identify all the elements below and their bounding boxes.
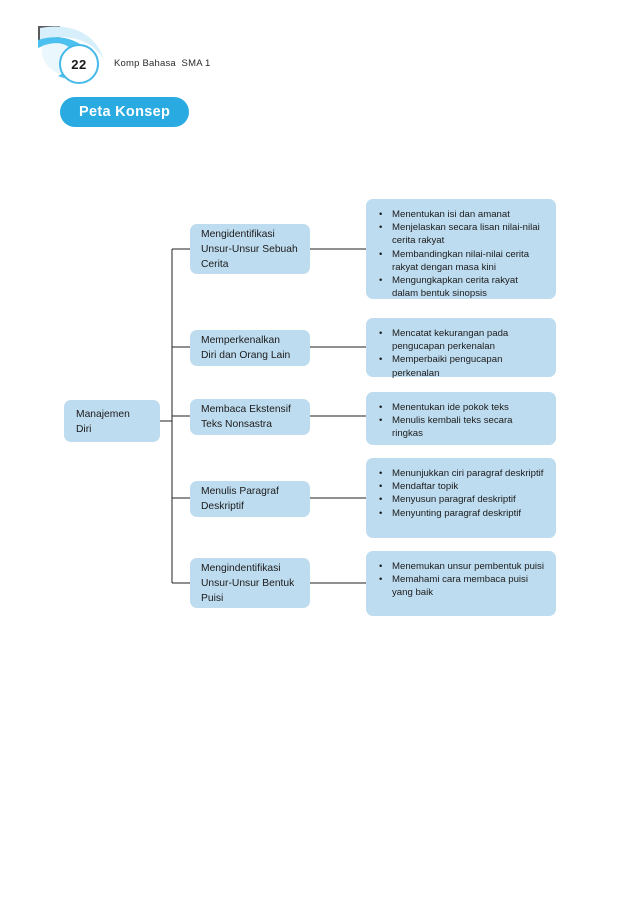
bullet-icon: • xyxy=(379,415,383,427)
bullet-icon: • xyxy=(379,354,383,366)
list-item: • Menentukan isi dan amanat xyxy=(377,208,546,221)
detail-list-2: • Mencatat kekurangan pada pengucapan per… xyxy=(377,327,546,380)
node-branch-2: Memperkenalkan Diri dan Orang Lain xyxy=(190,330,310,366)
bullet-icon: • xyxy=(379,468,383,479)
list-item-text: Mendaftar topik xyxy=(392,481,459,493)
node-root: Manajemen Diri xyxy=(64,400,160,442)
list-item: • Menemukan unsur pembentuk puisi xyxy=(377,560,546,573)
node-detail-1: • Menentukan isi dan amanat • Menjelaskan … xyxy=(366,199,556,299)
list-item: • Menjelaskan secara lisan nilai-nilai ce… xyxy=(377,221,546,247)
running-head: Komp Bahasa SMA 1 xyxy=(114,58,211,69)
section-badge-peta-konsep: Peta Konsep xyxy=(60,97,190,127)
list-item: • Membandingkan nilai-nilai cerita rakyat… xyxy=(377,248,546,274)
page-header: 22 Komp Bahasa SMA 1 xyxy=(0,0,638,100)
bullet-icon: • xyxy=(379,402,383,413)
list-item: • Memperbaiki pengucapan perkenalan xyxy=(377,353,546,379)
detail-list-3: • Menentukan ide pokok teks • Menulis kemb… xyxy=(377,401,546,441)
node-detail-3: • Menentukan ide pokok teks • Menulis kemb… xyxy=(366,392,556,445)
list-item-text: Memahami cara membaca puisi yang baik xyxy=(392,574,528,599)
detail-list-1: • Menentukan isi dan amanat • Menjelaskan … xyxy=(377,208,546,300)
node-detail-2: • Mencatat kekurangan pada pengucapan per… xyxy=(366,318,556,380)
list-item-text: Menyusun paragraf deskriptif xyxy=(392,494,516,506)
detail-list-5: • Menemukan unsur pembentuk puisi • Memaha… xyxy=(377,560,546,600)
list-item: • Mengungkapkan cerita rakyat dalam bentu… xyxy=(377,274,546,300)
bullet-icon: • xyxy=(379,507,383,519)
list-item: • Memahami cara membaca puisi yang baik xyxy=(377,573,546,599)
list-item-text: Menemukan unsur pembentuk puisi xyxy=(392,561,544,572)
node-branch-1-label: Mengidentifikasi Unsur-Unsur Sebuah Ceri… xyxy=(201,228,298,270)
list-item: • Mencatat kekurangan pada pengucapan per… xyxy=(377,327,546,353)
list-item: • Mendaftar topik xyxy=(377,480,546,493)
list-item-text: Menyunting paragraf deskriptif xyxy=(392,507,522,519)
bullet-icon: • xyxy=(379,574,383,586)
node-branch-4-label: Menulis Paragraf Deskriptif xyxy=(201,486,279,512)
list-item: • Menulis kembali teks secara ringkas xyxy=(377,414,546,440)
list-item-text: Mencatat kekurangan pada pengucapan perk… xyxy=(392,328,509,353)
list-item-text: Mengungkapkan cerita rakyat dalam bentuk… xyxy=(392,275,518,300)
list-item-text: Menentukan ide pokok teks xyxy=(392,402,509,413)
node-branch-2-label: Memperkenalkan Diri dan Orang Lain xyxy=(201,335,291,361)
node-branch-1: Mengidentifikasi Unsur-Unsur Sebuah Ceri… xyxy=(190,224,310,274)
bullet-icon: • xyxy=(379,481,383,493)
node-branch-3-label: Membaca Ekstensif Teks Nonsastra xyxy=(201,404,291,430)
list-item: • Menentukan ide pokok teks xyxy=(377,401,546,414)
page-number: 22 xyxy=(59,44,99,84)
node-root-label: Manajemen Diri xyxy=(76,409,130,435)
bullet-icon: • xyxy=(379,209,383,220)
bullet-icon: • xyxy=(379,248,383,260)
list-item-text: Memperbaiki pengucapan perkenalan xyxy=(392,354,503,379)
bullet-icon: • xyxy=(379,222,383,234)
node-branch-5: Mengindentifikasi Unsur-Unsur Bentuk Pui… xyxy=(190,558,310,608)
list-item-text: Menentukan isi dan amanat xyxy=(392,209,510,220)
list-item: • Menyunting paragraf deskriptif xyxy=(377,507,546,520)
list-item-text: Menulis kembali teks secara ringkas xyxy=(392,415,513,440)
list-item-text: Menjelaskan secara lisan nilai-nilai cer… xyxy=(392,222,540,247)
node-branch-3: Membaca Ekstensif Teks Nonsastra xyxy=(190,399,310,435)
list-item-text: Membandingkan nilai-nilai cerita rakyat … xyxy=(392,248,530,273)
list-item-text: Menunjukkan ciri paragraf deskriptif xyxy=(392,468,544,479)
bullet-icon: • xyxy=(379,275,383,287)
node-detail-4: • Menunjukkan ciri paragraf deskriptif • M… xyxy=(366,458,556,538)
node-detail-5: • Menemukan unsur pembentuk puisi • Memaha… xyxy=(366,551,556,616)
list-item: • Menunjukkan ciri paragraf deskriptif xyxy=(377,467,546,480)
bullet-icon: • xyxy=(379,561,383,572)
list-item: • Menyusun paragraf deskriptif xyxy=(377,493,546,506)
node-branch-4: Menulis Paragraf Deskriptif xyxy=(190,481,310,517)
bullet-icon: • xyxy=(379,494,383,506)
node-branch-5-label: Mengindentifikasi Unsur-Unsur Bentuk Pui… xyxy=(201,562,295,604)
bullet-icon: • xyxy=(379,328,383,339)
detail-list-4: • Menunjukkan ciri paragraf deskriptif • M… xyxy=(377,467,546,520)
